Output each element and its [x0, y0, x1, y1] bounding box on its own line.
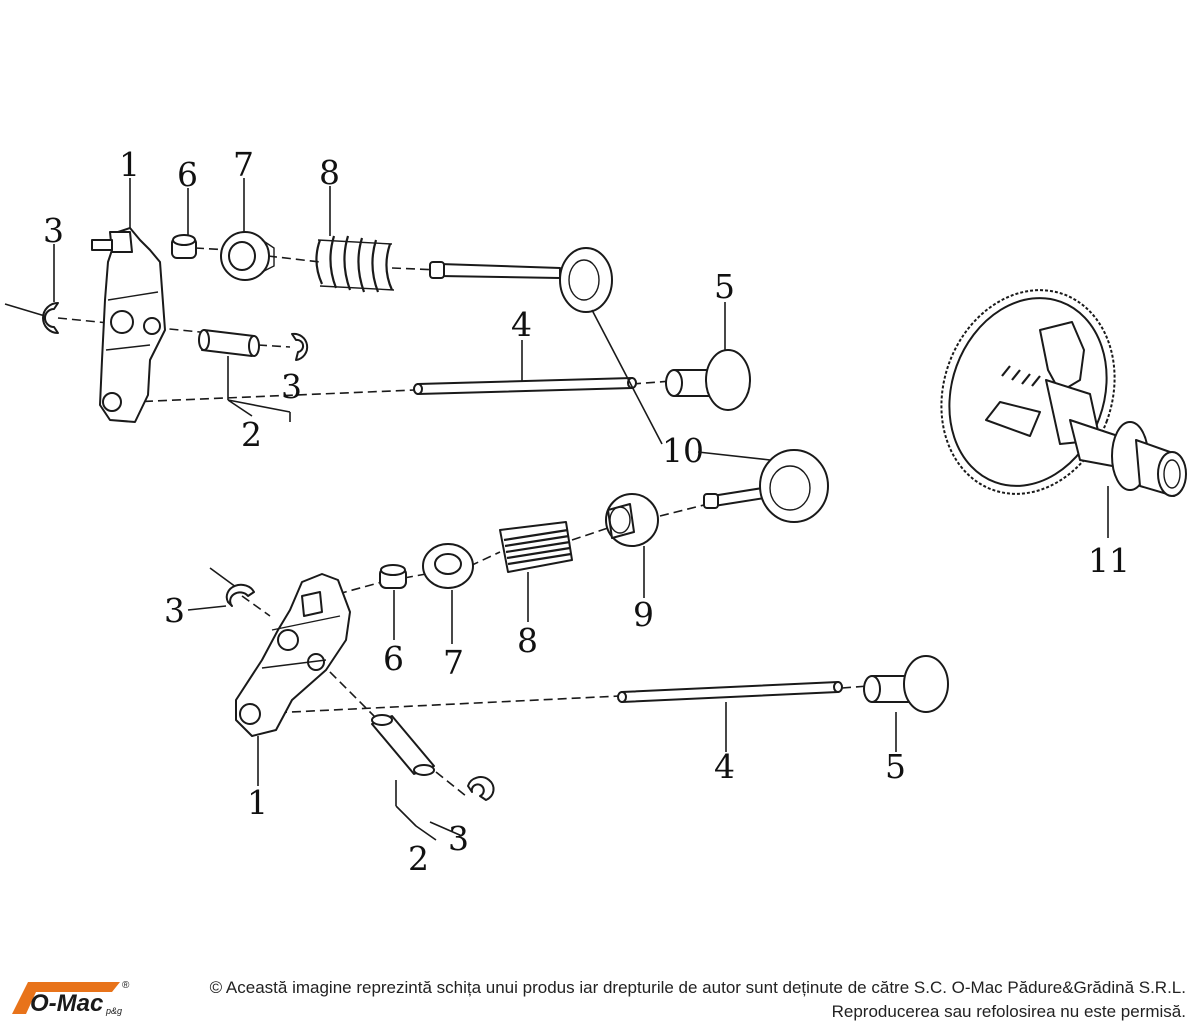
- logo-text: O-Mac: [30, 990, 103, 1017]
- lower-valve-spring: [499, 521, 573, 573]
- lower-callout-rocker-arm: 1: [247, 783, 268, 822]
- upper-callout-tappet: 5: [714, 267, 735, 306]
- lower-spring-retainer: [422, 543, 474, 589]
- camshaft-callout: 11: [1088, 541, 1130, 580]
- lower-valve-rotator: [605, 493, 659, 547]
- lower-callout-clip-left: 3: [164, 591, 185, 630]
- upper-callout-retainer: 7: [233, 145, 254, 184]
- upper-rocker-pin: [198, 329, 260, 357]
- lower-callout-pin: 2: [408, 839, 429, 878]
- lower-callout-rotator: 9: [633, 595, 654, 634]
- logo-suffix: p&g: [105, 1006, 122, 1016]
- lower-callout-push-rod: 4: [714, 747, 735, 786]
- upper-callout-rocker-arm: 1: [119, 145, 140, 184]
- footer: O-Mac p&g ® © Această imagine reprezintă…: [0, 960, 1200, 1030]
- lower-callout-seal: 6: [383, 639, 404, 678]
- lower-rocker-pin: [371, 714, 435, 776]
- upper-rocker-arm: [91, 227, 166, 423]
- lower-tappet: [863, 655, 949, 713]
- lower-callout-tappet: 5: [885, 747, 906, 786]
- upper-assembly: 1 6 7 8 3 5 4 3 2 10: [4, 145, 751, 470]
- upper-clip-left: [42, 302, 59, 334]
- upper-callout-pin: 2: [241, 415, 262, 454]
- camshaft-assembly: 11: [940, 289, 1187, 580]
- lower-callout-clip-right: 3: [448, 819, 469, 858]
- lower-clip-left: [225, 583, 255, 607]
- logo-swoosh: [12, 982, 120, 1014]
- lower-push-rod: [617, 681, 843, 703]
- exploded-parts-diagram: 1 6 7 8 3 5 4 3 2 10: [4, 145, 1187, 878]
- upper-valve-spring: [315, 235, 395, 293]
- copyright-line-2: Reproducerea sau refolosirea nu este per…: [831, 1002, 1186, 1021]
- upper-callout-clip-left: 3: [43, 211, 64, 250]
- upper-valve: [429, 247, 613, 313]
- lower-valve: [703, 449, 829, 523]
- omac-logo: O-Mac p&g ®: [12, 980, 130, 1017]
- copyright-line-1: © Această imagine reprezintă schița unui…: [209, 978, 1186, 997]
- upper-tappet: [665, 349, 751, 411]
- logo-registered-mark: ®: [122, 980, 130, 991]
- upper-callout-spring: 8: [319, 153, 340, 192]
- upper-valve-seal: [171, 234, 197, 259]
- upper-callout-push-rod: 4: [511, 305, 532, 344]
- upper-push-rod: [413, 377, 637, 395]
- lower-valve-seal: [379, 564, 407, 589]
- upper-clip-right: [291, 332, 309, 361]
- upper-spring-retainer: [220, 231, 275, 281]
- upper-callout-valve: 10: [662, 431, 704, 470]
- lower-callout-retainer: 7: [443, 643, 464, 682]
- lower-assembly: 3 6 7 8 9 1 4 5 3 2: [164, 449, 949, 878]
- upper-callout-seal: 6: [177, 155, 198, 194]
- lower-clip-right: [467, 776, 495, 801]
- lower-callout-spring: 8: [517, 621, 538, 660]
- lower-rocker-arm: [235, 573, 351, 737]
- upper-callout-clip-right: 3: [281, 367, 302, 406]
